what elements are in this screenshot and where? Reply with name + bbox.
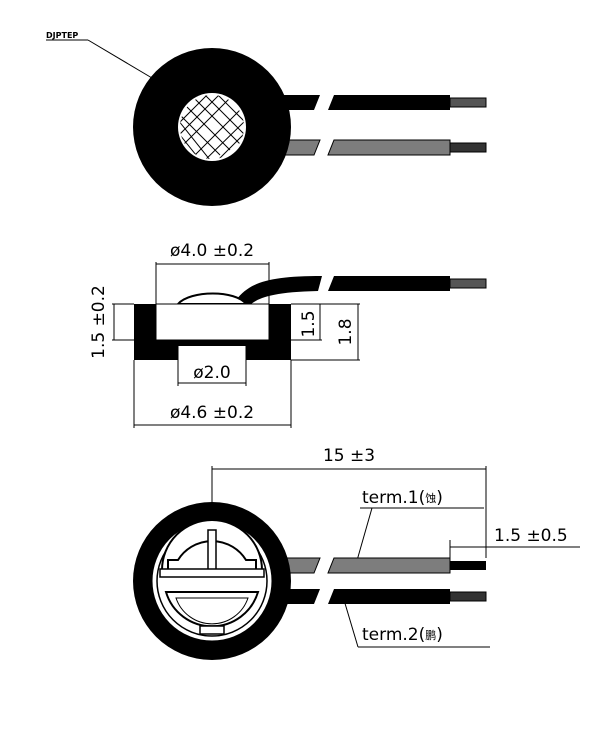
side-wire-conductor xyxy=(449,278,487,289)
side-bottom-hole xyxy=(178,346,246,360)
dim-left-height: 1.5 ±0.2 xyxy=(89,285,109,359)
top-wire-2-insulation xyxy=(327,139,451,156)
dim-outer-height: 1.8 xyxy=(336,318,356,345)
bottom-wire-2-insulation xyxy=(328,589,450,604)
dim-hole-diameter: ø2.0 xyxy=(193,363,230,383)
top-view: DJPTEP xyxy=(46,31,487,206)
top-wire-1-conductor xyxy=(449,97,487,108)
bottom-wire-2-conductor xyxy=(449,591,487,602)
side-view: ø4.0 ±0.2 1.5 ±0.2 1.5 1.8 ø2.0 ø4.6 ±0.… xyxy=(89,241,487,428)
dim-strip-length: 1.5 ±0.5 xyxy=(494,526,568,546)
dim-inner-height: 1.5 xyxy=(299,310,319,337)
bottom-wire-1-insulation xyxy=(327,557,451,574)
side-wire-insulation xyxy=(328,276,450,291)
dim-top-diameter: ø4.0 ±0.2 xyxy=(170,241,254,261)
label-leader xyxy=(87,39,153,79)
bottom-pad-1-bar xyxy=(159,568,265,578)
top-sensor-window xyxy=(178,93,246,161)
side-wire-stub xyxy=(236,276,322,305)
bottom-pad-2-notch xyxy=(199,625,225,635)
side-sensor-cavity xyxy=(155,303,270,341)
bottom-wire-1-conductor xyxy=(450,561,486,570)
dim-body-diameter: ø4.6 ±0.2 xyxy=(170,403,254,423)
side-dome xyxy=(175,292,248,305)
top-wire-2-conductor xyxy=(449,142,487,153)
term1-label: term.1(蚀) xyxy=(362,488,443,508)
term2-label: term.2(鹏) xyxy=(362,625,443,645)
bottom-view: 15 ±3 1.5 ±0.5 term.1(蚀) term.2(鹏) xyxy=(133,446,580,660)
bottom-pad-1-tab xyxy=(207,529,217,571)
top-wire-1-insulation xyxy=(328,95,450,110)
dim-wire-length: 15 ±3 xyxy=(323,446,375,466)
top-wire-1-stub xyxy=(280,95,320,110)
top-view-label: DJPTEP xyxy=(46,31,78,40)
